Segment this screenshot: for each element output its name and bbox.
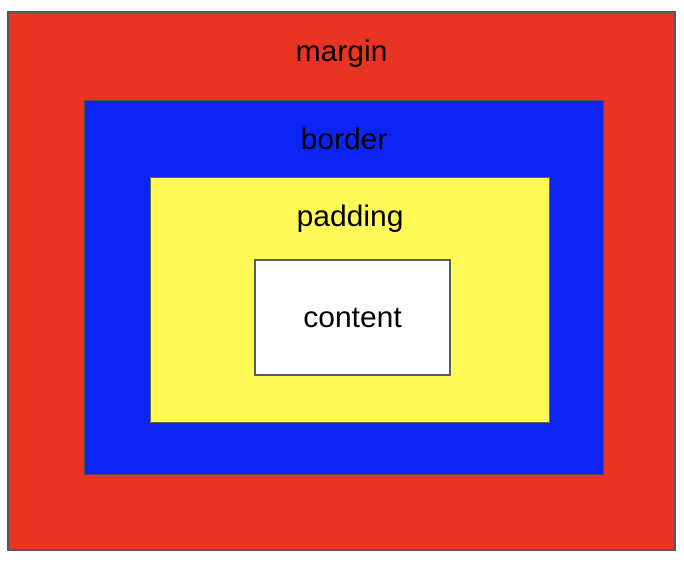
- border-box: border padding content: [84, 100, 604, 475]
- padding-box: padding content: [150, 177, 550, 423]
- content-label: content: [303, 300, 402, 334]
- margin-label: margin: [295, 35, 388, 68]
- content-box: content: [254, 259, 451, 376]
- padding-label: padding: [296, 200, 404, 233]
- margin-box: margin border padding content: [7, 11, 676, 551]
- border-label: border: [300, 123, 388, 156]
